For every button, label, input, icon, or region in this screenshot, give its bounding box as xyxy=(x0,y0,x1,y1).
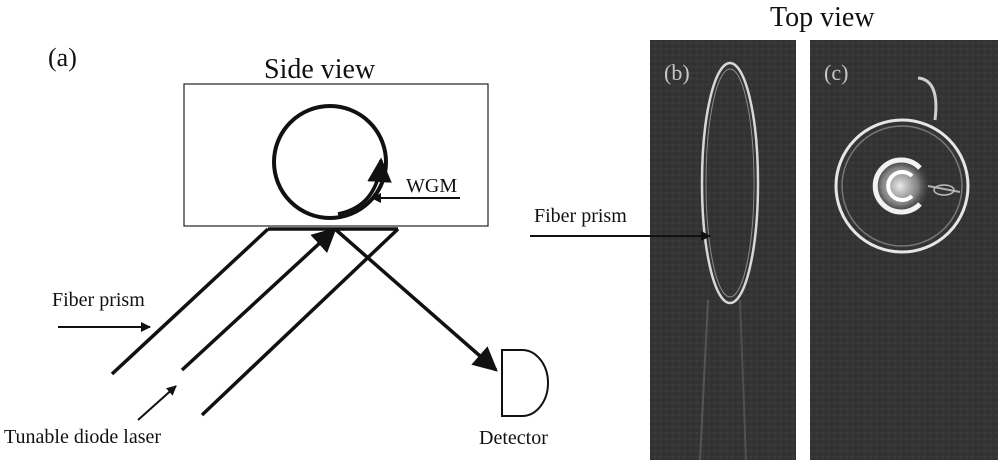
sphere-top-circle xyxy=(834,118,970,254)
wgm-glow-ring xyxy=(872,157,922,215)
tunable-laser-label: Tunable diode laser xyxy=(4,426,161,448)
fiber-prism-label-b: Fiber prism xyxy=(534,205,627,227)
laser-beam-reflected xyxy=(333,227,498,372)
detector-label: Detector xyxy=(479,427,548,449)
wgm-path-arc xyxy=(337,157,392,216)
wgm-label: WGM xyxy=(406,175,457,197)
side-view-title: Side view xyxy=(264,54,376,85)
panel-a-label: (a) xyxy=(48,43,77,72)
fiber-prism-left-edge xyxy=(110,227,270,376)
laser-pointer-arrow xyxy=(137,385,177,421)
panel-a-schematic: (a) Side view WGM Fiber prism Tunable di… xyxy=(4,43,549,449)
laser-beam-incident xyxy=(180,227,337,372)
panel-c-label: (c) xyxy=(824,60,848,85)
panel-c-photo: (c) xyxy=(810,40,998,460)
chamber-box xyxy=(183,83,489,227)
sphere-side-ellipse xyxy=(700,61,760,305)
microsphere-resonator xyxy=(272,104,388,220)
fiber-prism-label-a: Fiber prism xyxy=(52,289,145,311)
panel-b-label: (b) xyxy=(664,60,690,85)
detector-symbol xyxy=(501,349,549,417)
fiber-prism-right-edge xyxy=(200,227,400,417)
panel-b-photo: (b) xyxy=(650,40,796,461)
top-view-title: Top view xyxy=(770,2,875,33)
